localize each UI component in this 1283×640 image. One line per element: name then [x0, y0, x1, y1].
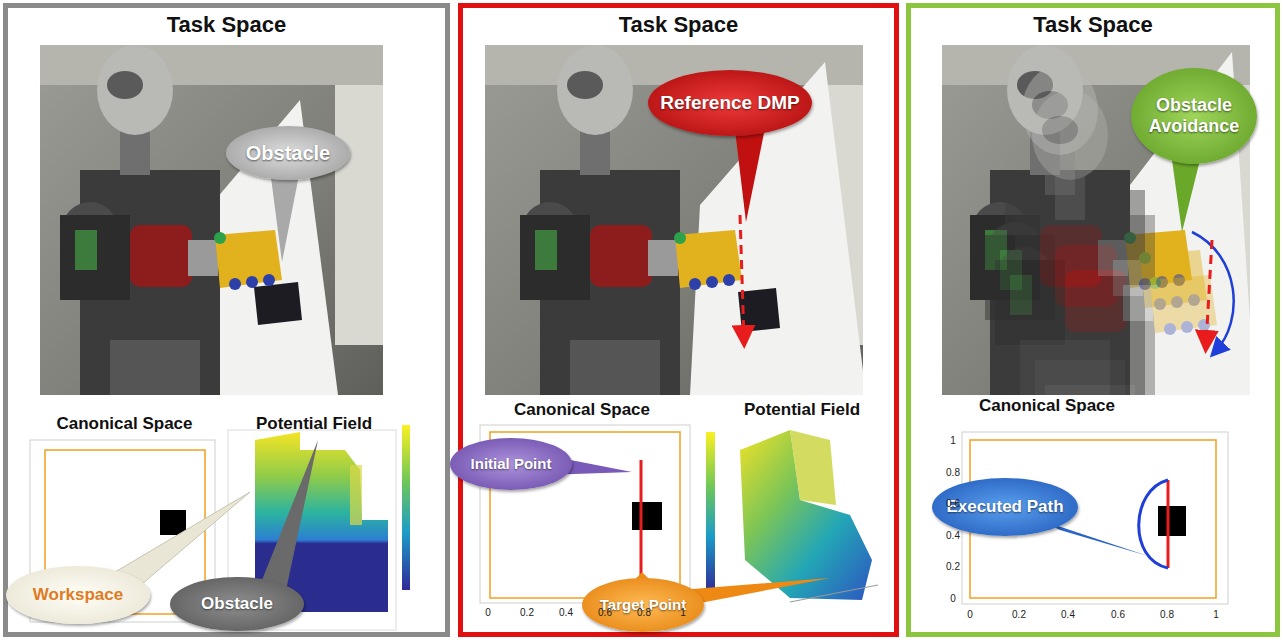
plot-heading: Canonical Space: [945, 396, 1149, 416]
axis-tick: 1: [1213, 609, 1219, 620]
plot-heading-box: Canonical Space: [475, 400, 689, 424]
axis-tick: 0.4: [559, 607, 573, 618]
axis-tick: 0: [485, 607, 491, 618]
plot-heading: Potential Field: [232, 414, 396, 434]
robot-photo: [485, 45, 863, 395]
potential-surface: [706, 430, 878, 602]
plot-heading-box: Canonical Space: [945, 396, 1149, 420]
axis-tick: 0: [967, 609, 973, 620]
panel-heading: Task Space: [911, 12, 1275, 38]
axis-tick: 0.8: [1160, 609, 1174, 620]
axis-tick: 0.8: [637, 607, 651, 618]
speech-bubble: Obstacle: [226, 126, 350, 180]
plot-heading: Canonical Space: [25, 414, 224, 434]
axis-tick: 0.2: [520, 607, 534, 618]
axis-tick: 0.2: [946, 561, 960, 572]
task-panel: Task SpaceObstacleCanonical SpacePotenti…: [3, 3, 450, 637]
callout-tails: [110, 128, 1200, 605]
panel-heading: Task Space: [8, 12, 445, 38]
task-panel: Task SpaceObstacle AvoidanceCanonical Sp…: [906, 3, 1280, 637]
axis-tick: 0.6: [946, 498, 960, 509]
callout-text: Obstacle: [246, 142, 330, 165]
plot-heading-box: Canonical Space: [25, 414, 224, 438]
panel-heading: Task Space: [463, 12, 894, 38]
robot-photo: [40, 45, 383, 395]
task-panel: Task SpaceReference DMP Canonical Space Po…: [458, 3, 899, 637]
plot-heading-box: Potential Field: [712, 400, 892, 424]
plot-heading: Canonical Space: [475, 400, 689, 420]
callout-text: Obstacle: [201, 594, 273, 614]
callout-text: Reference DMP: [660, 92, 799, 114]
speech-bubble: Obstacle: [170, 577, 304, 631]
callout-text: Obstacle Avoidance: [1141, 95, 1247, 136]
axis-tick: 0.6: [598, 607, 612, 618]
speech-bubble: Workspace: [6, 566, 150, 624]
speech-bubble: Obstacle Avoidance: [1131, 68, 1257, 164]
axis-tick: 0.6: [1111, 609, 1125, 620]
axis-tick: 0.4: [1061, 609, 1075, 620]
plot-heading-box: Potential Field: [232, 414, 396, 438]
axis-tick: 1: [680, 607, 686, 618]
plot-heading: Potential Field: [712, 400, 892, 420]
axis-tick: 0.2: [1012, 609, 1026, 620]
axis-tick: 0: [950, 593, 956, 604]
speech-bubble: Reference DMP: [648, 70, 812, 136]
callout-text: Executed Path: [946, 497, 1063, 517]
speech-bubble: Target Point: [582, 578, 704, 632]
axis-tick: 1: [950, 435, 956, 446]
robot-photo: [942, 45, 1250, 395]
callout-text: Initial Point: [471, 455, 552, 472]
callout-text: Workspace: [33, 585, 123, 605]
speech-bubble: Initial Point: [450, 438, 572, 490]
axis-tick: 0.8: [946, 467, 960, 478]
axis-tick: 0.4: [946, 530, 960, 541]
